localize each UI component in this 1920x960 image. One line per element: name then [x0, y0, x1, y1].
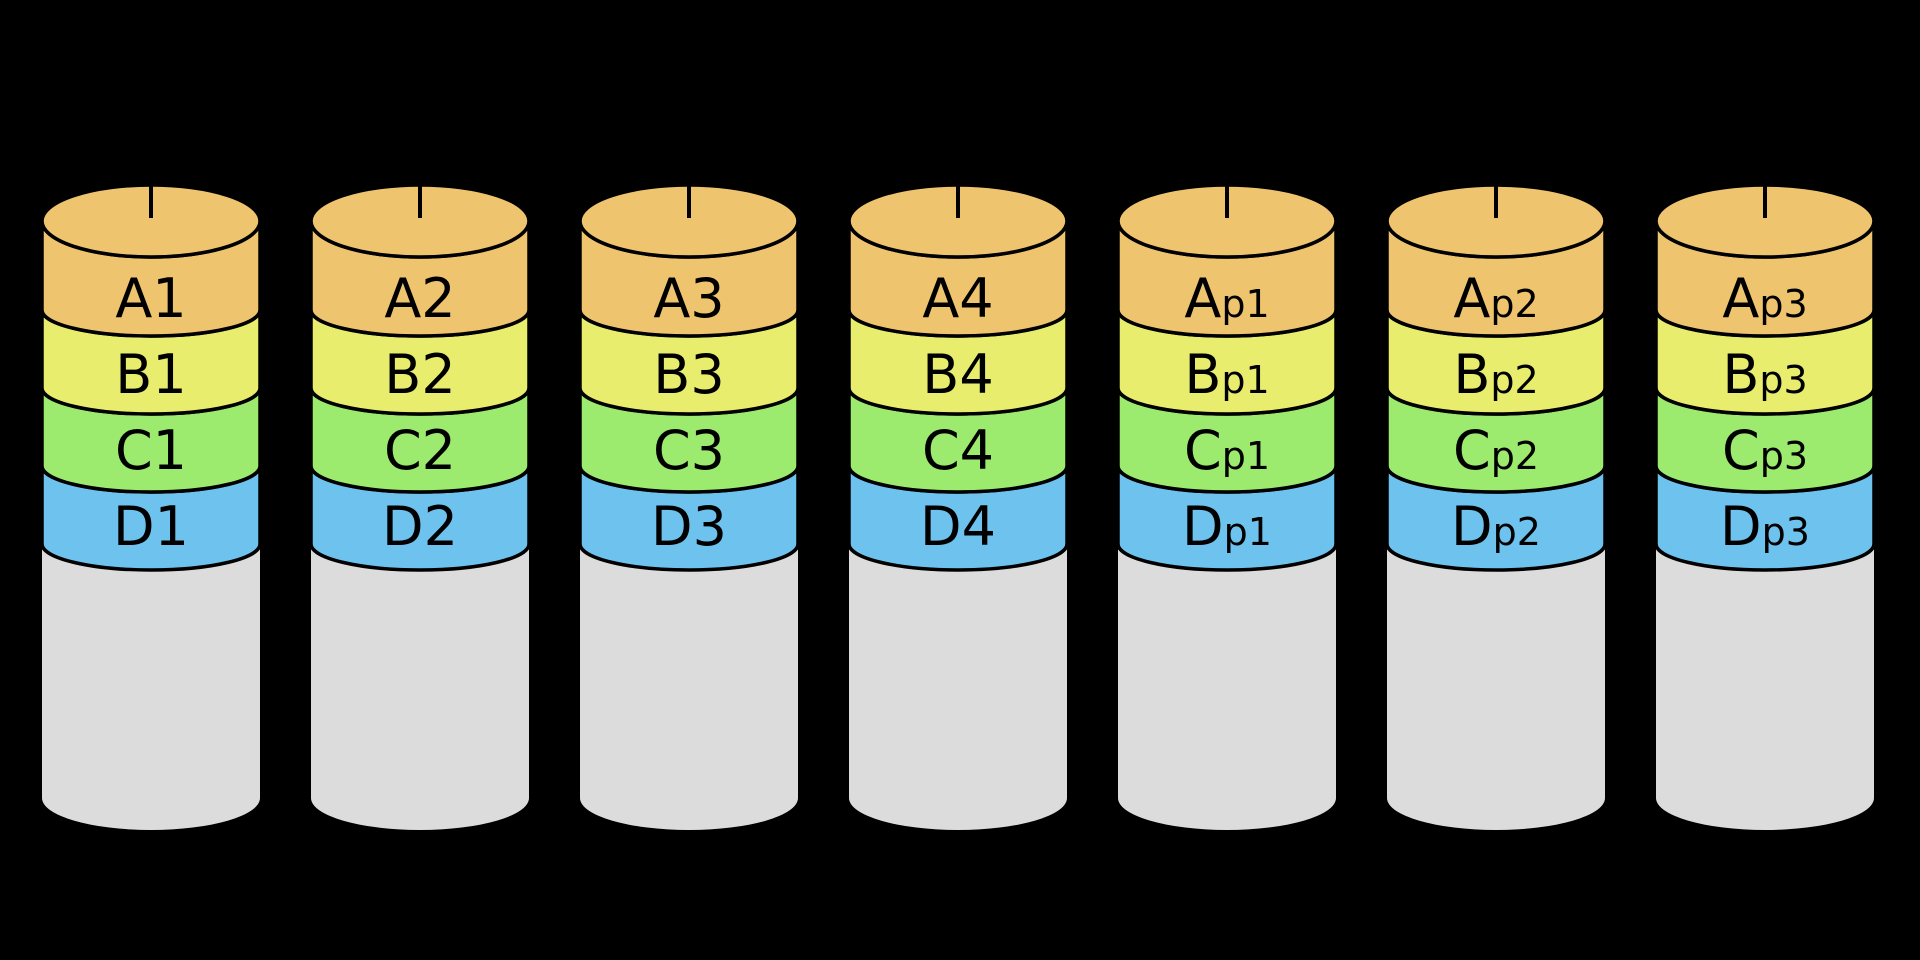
stripe-label-disk-1-d: D1	[113, 495, 189, 558]
stripe-label-disk-7-c: Cp3	[1722, 419, 1808, 482]
stripe-label-disk-4-d: D4	[920, 495, 996, 558]
stripe-label-disk-3-d: D3	[651, 495, 727, 558]
stripe-label-disk-3-c: C3	[653, 419, 725, 482]
stripe-label-disk-7-d: Dp3	[1720, 495, 1810, 558]
disk-body	[1656, 544, 1874, 830]
stripe-label-disk-1-b: B1	[115, 343, 186, 406]
disk-body	[311, 544, 529, 830]
stripe-label-disk-6-a: Ap2	[1453, 267, 1538, 330]
disk-body	[580, 544, 798, 830]
disk-body	[1118, 544, 1336, 830]
stripe-label-disk-5-c: Cp1	[1184, 419, 1270, 482]
stripe-label-disk-2-a: A2	[384, 267, 455, 330]
stripe-label-disk-1-a: A1	[115, 267, 186, 330]
stripe-label-disk-1-c: C1	[115, 419, 187, 482]
stripe-label-disk-6-d: Dp2	[1451, 495, 1541, 558]
disk-body	[1387, 544, 1605, 830]
stripe-label-disk-3-a: A3	[653, 267, 724, 330]
stripe-label-disk-4-c: C4	[922, 419, 994, 482]
stripe-label-disk-2-c: C2	[384, 419, 456, 482]
disk-body	[42, 544, 260, 830]
stripe-label-disk-7-a: Ap3	[1722, 267, 1807, 330]
stripe-label-disk-3-b: B3	[653, 343, 724, 406]
stripe-label-disk-5-d: Dp1	[1182, 495, 1272, 558]
stripe-label-disk-5-b: Bp1	[1184, 343, 1269, 406]
stripe-label-disk-7-b: Bp3	[1722, 343, 1807, 406]
disk-body	[849, 544, 1067, 830]
stripe-label-disk-6-b: Bp2	[1453, 343, 1538, 406]
stripe-label-disk-2-d: D2	[382, 495, 458, 558]
stripe-label-disk-2-b: B2	[384, 343, 455, 406]
stripe-label-disk-5-a: Ap1	[1184, 267, 1269, 330]
stripe-label-disk-4-b: B4	[922, 343, 993, 406]
stripe-label-disk-4-a: A4	[922, 267, 993, 330]
stripe-label-disk-6-c: Cp2	[1453, 419, 1539, 482]
